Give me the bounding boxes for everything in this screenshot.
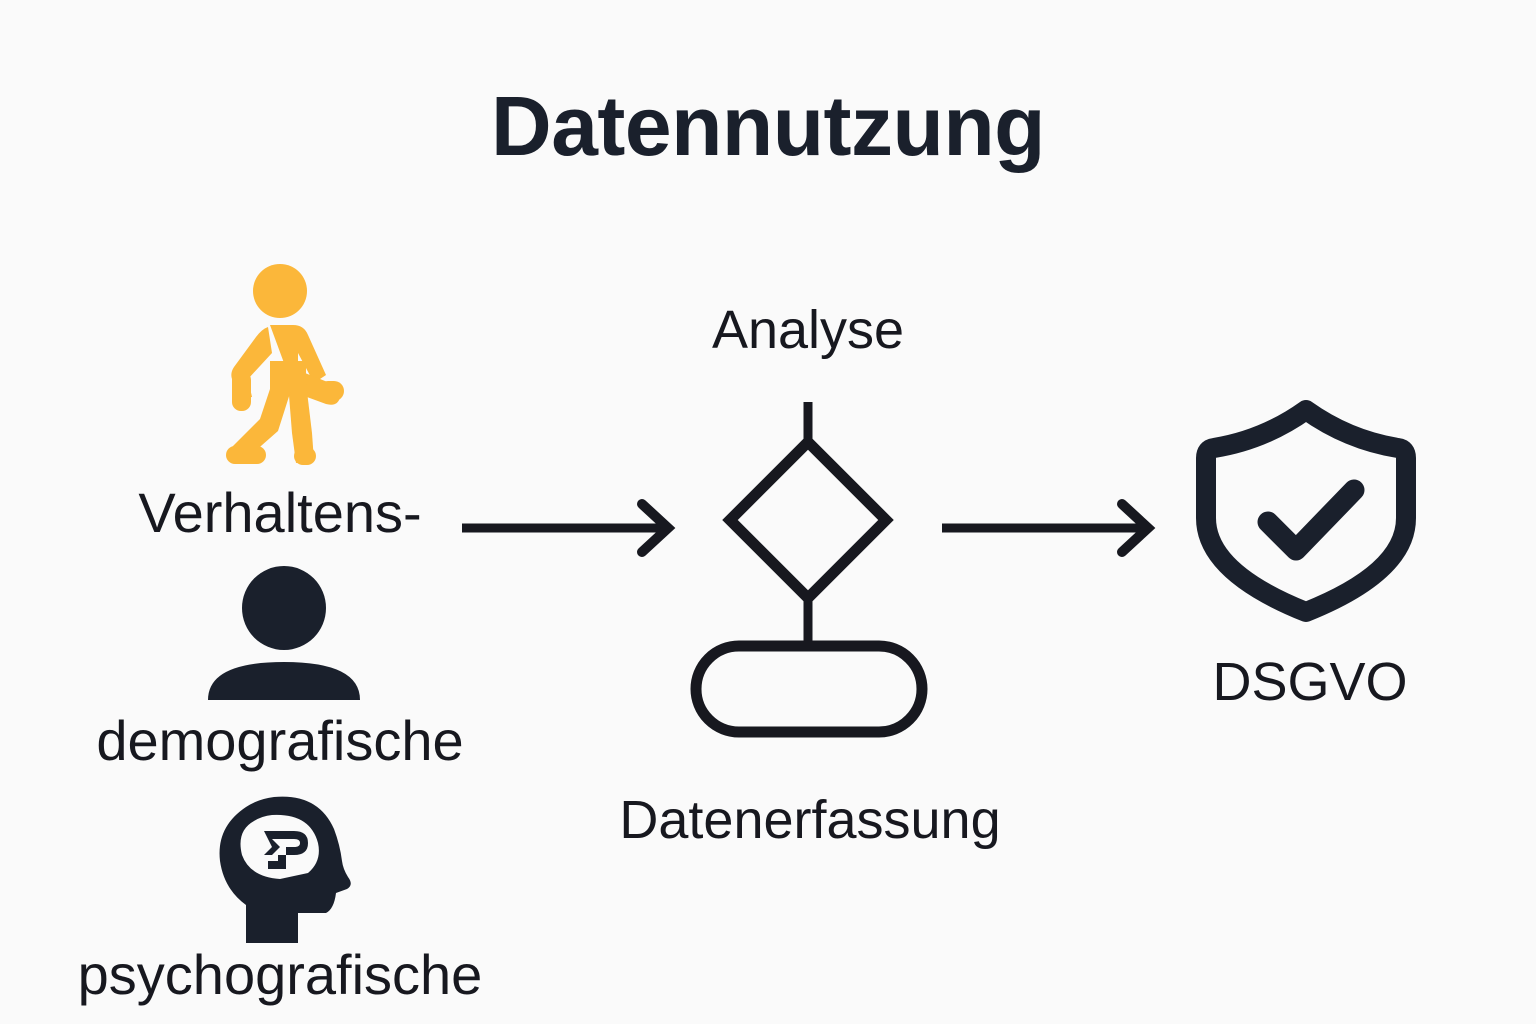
page-title: Datennutzung [491,79,1045,173]
input-label-psychographic: psychografische [77,943,483,1006]
arrow-analysis-to-gdpr [940,498,1170,558]
input-label-behavioral: Verhaltens- [138,481,422,544]
user-silhouette-icon [200,565,368,700]
output-label-gdpr: DSGVO [1212,652,1408,712]
process-label-analysis: Analyse [711,300,905,360]
walking-person-icon [214,263,346,475]
arrow-inputs-to-analysis [460,498,690,558]
process-label-data-collection: Datenerfassung [619,790,1001,850]
input-label-demographic: demografische [96,709,464,772]
shield-check-icon [1192,400,1420,622]
head-brain-icon [206,793,358,945]
analysis-flow-shapes [640,370,980,750]
